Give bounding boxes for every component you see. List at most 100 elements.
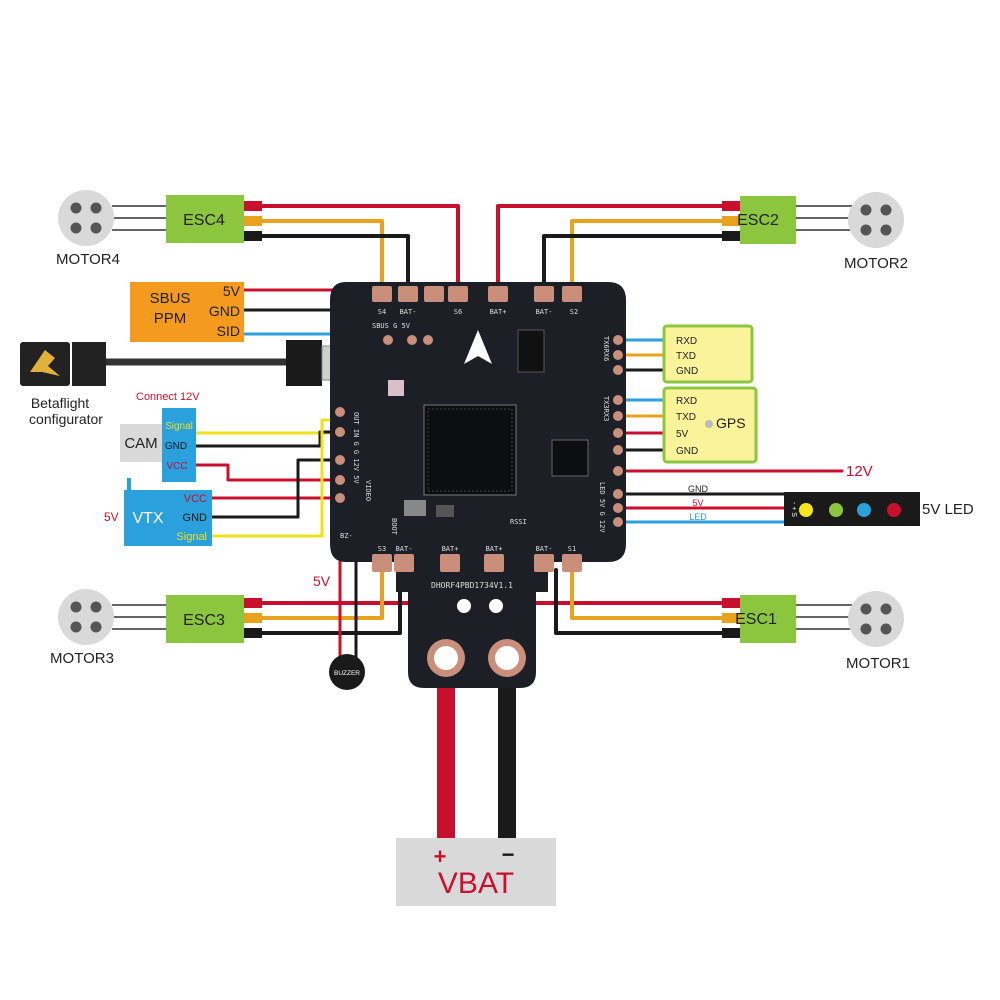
motor3: MOTOR3 — [50, 589, 166, 667]
pad-s2-label: S2 — [570, 308, 578, 316]
esc2-box: ESC2 — [722, 196, 796, 244]
led-gnd-wire-label: GND — [688, 484, 709, 494]
vbat-minus-label: − — [502, 842, 515, 867]
pad-bat-br-label: BAT- — [536, 545, 553, 553]
cam-vcc-label: VCC — [166, 461, 187, 472]
vtx-gnd-wire — [210, 458, 342, 519]
osd-chip — [551, 439, 589, 477]
cam-signal-wire — [194, 410, 342, 435]
motor4: MOTOR4 — [56, 190, 166, 268]
cam-signal-label: Signal — [165, 421, 193, 432]
gps-gnd-label: GND — [676, 446, 698, 457]
pad-bat-minus-bottom-left — [394, 554, 414, 572]
vtx-antenna-icon — [127, 478, 131, 492]
motor1-icon — [848, 591, 904, 647]
video-label: VIDEO — [364, 480, 372, 501]
out-12v-label: 12V — [846, 463, 873, 480]
cam-label: CAM — [124, 435, 157, 452]
pad-s6 — [424, 286, 444, 302]
rssi-label: RSSI — [510, 518, 527, 526]
uart-module: RXD TXD GND — [662, 324, 754, 384]
led-strip: - + S — [784, 492, 920, 526]
vbat-plus-label: + — [434, 844, 447, 869]
esc4-box: ESC4 — [166, 195, 262, 243]
led-green-icon — [829, 503, 843, 517]
pad-s4-label: S4 — [378, 308, 386, 316]
esc1-label: ESC1 — [735, 611, 777, 628]
betaflight-line1: Betaflight — [31, 395, 89, 411]
board-arrow-icon — [464, 330, 492, 364]
pad-s3-label: S3 — [378, 545, 386, 553]
led-blue-icon — [857, 503, 871, 517]
sbus-sid-label: SID — [217, 323, 240, 339]
esc4-black-wire — [260, 234, 410, 300]
cam-vcc-wire — [194, 463, 342, 482]
pad-bat-plus-bottom-left — [440, 554, 460, 572]
gyro-chip — [388, 380, 404, 396]
buzzer-label: BUZZER — [334, 670, 360, 677]
sbus-row-label: SBUS G 5V — [372, 322, 411, 330]
esc3-label: ESC3 — [183, 612, 225, 629]
vtx-module: 5V VTX VCC GND Signal — [104, 478, 212, 546]
pad-bat-minus-top-left — [398, 286, 418, 302]
led-title: 5V LED — [922, 501, 974, 518]
motor1-label: MOTOR1 — [846, 655, 910, 672]
led-signal-wire-label: LED — [689, 512, 707, 522]
motor1: MOTOR1 — [796, 591, 910, 672]
sbus-5v-label: 5V — [223, 283, 241, 299]
pad-bat-bl-label: BAT- — [396, 545, 413, 553]
motor2-label: MOTOR2 — [844, 255, 908, 272]
board-model-label: DHORF4PBD1734V1.1 — [431, 581, 513, 590]
vtx-signal-label: Signal — [176, 531, 207, 543]
esc4-orange-wire — [260, 219, 384, 300]
esc2-label: ESC2 — [737, 212, 779, 229]
pad-batp-b1-label: BAT+ — [442, 545, 459, 553]
boot-label: BOOT — [390, 518, 398, 536]
vtx-side-label: 5V — [104, 510, 119, 524]
mcu-chip — [423, 404, 517, 496]
esc1-box: ESC1 — [722, 595, 796, 643]
vtx-vcc-label: VCC — [184, 493, 207, 505]
uart6-label: TX6RX6 — [602, 336, 610, 361]
pad-s2 — [562, 286, 582, 302]
sbus-gnd-label: GND — [209, 303, 240, 319]
pad-batp-b2-label: BAT+ — [486, 545, 503, 553]
ppm-title: PPM — [154, 310, 187, 327]
esc2-black-wire — [542, 234, 724, 300]
esc4-label: ESC4 — [183, 212, 225, 229]
uart-gnd-label: GND — [676, 366, 698, 377]
cam-gnd-label: GND — [165, 441, 187, 452]
vbat-label: VBAT — [438, 867, 514, 900]
led-pins-label: - + S — [790, 502, 797, 517]
flight-controller-board: S4 BAT- S6 BAT+ BAT- S2 SBUS G 5V BOOT R… — [330, 282, 626, 688]
esc1-orange-wire — [570, 568, 724, 620]
esc2-orange-wire — [570, 219, 724, 300]
esc1-black-wire — [554, 568, 724, 635]
pad-s1 — [562, 554, 582, 572]
pad-s6-label: S6 — [454, 308, 462, 316]
vtx-gnd-label: GND — [183, 512, 208, 524]
motor4-label: MOTOR4 — [56, 251, 120, 268]
gps-5v-label: 5V — [676, 429, 689, 440]
esc3-orange-wire — [260, 568, 384, 620]
vbat-battery: + − VBAT — [396, 838, 556, 906]
esc4-red-wire — [260, 204, 460, 302]
pad-batm-top-label: BAT- — [536, 308, 553, 316]
motor2-icon — [848, 192, 904, 248]
buzzer: BUZZER — [329, 654, 365, 690]
sbus-receiver: SBUS PPM 5V GND SID — [130, 282, 244, 342]
betaflight-pc: Betaflight configurator — [20, 340, 349, 427]
motor4-icon — [58, 190, 114, 246]
pad-bat-minus-top-right — [534, 286, 554, 302]
usb-plug-icon — [72, 342, 106, 386]
pad-bat-top-label: BAT- — [400, 308, 417, 316]
left-pins-label: OUT IN G G 12V 5V — [352, 412, 360, 484]
gps-antenna-icon — [705, 420, 713, 428]
motor2: MOTOR2 — [796, 192, 908, 272]
esc2-red-wire — [496, 204, 724, 302]
uart-rxd-label: RXD — [676, 336, 697, 347]
vtx-label: VTX — [132, 510, 163, 527]
vtx-signal-wire — [210, 418, 342, 538]
pad-s1-label: S1 — [568, 545, 576, 553]
